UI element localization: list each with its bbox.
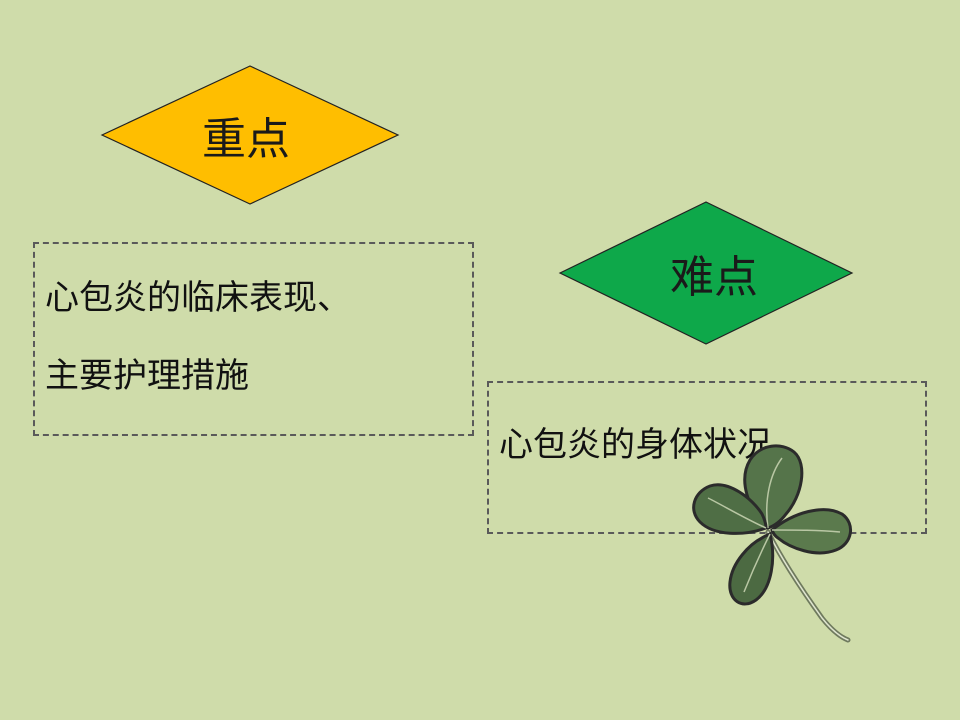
key-point-box: 心包炎的临床表现、 主要护理措施 [33, 242, 474, 436]
difficult-point-text-line: 心包炎的身体状况 [499, 425, 771, 465]
key-point-label: 重点 [202, 114, 290, 165]
difficult-point-box: 心包炎的身体状况 [487, 381, 927, 534]
key-point-text-line: 主要护理措施 [45, 356, 249, 396]
difficult-point-diamond-shape [558, 201, 854, 345]
key-point-diamond-shape [100, 65, 400, 205]
difficult-point-label: 难点 [670, 252, 758, 303]
key-point-diamond: 重点 [100, 65, 400, 205]
four-leaf-clover-icon [692, 444, 852, 643]
key-point-text-line: 心包炎的临床表现、 [45, 278, 351, 318]
difficult-point-diamond: 难点 [558, 201, 854, 345]
